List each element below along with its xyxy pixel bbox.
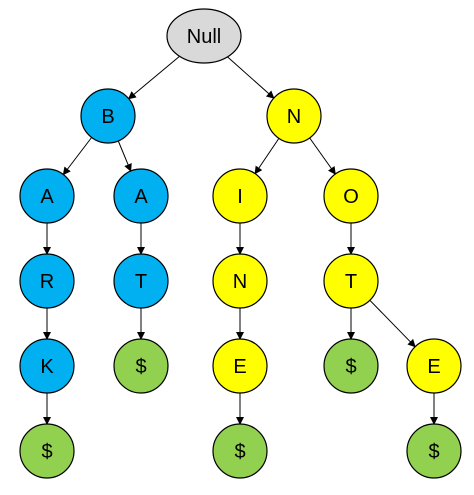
node-label-not-end: $: [345, 356, 356, 378]
node-circle-no: [323, 168, 379, 224]
node-label-ni: I: [237, 186, 243, 208]
edge-n-to-ni: [254, 138, 280, 175]
node-label-b: B: [101, 106, 114, 128]
node-circle-not: [323, 253, 379, 309]
node-label-note: E: [427, 356, 440, 378]
node-label-nine: E: [233, 356, 246, 378]
node-no: O: [323, 168, 379, 224]
node-label-root: Null: [187, 26, 221, 48]
node-label-n: N: [287, 106, 301, 128]
node-bark-end: $: [19, 423, 75, 479]
node-bat-end: $: [113, 338, 169, 394]
node-not: T: [323, 253, 379, 309]
node-note-end: $: [406, 423, 462, 479]
node-ni: I: [212, 168, 268, 224]
node-circle-b: [80, 88, 136, 144]
node-label-ba: A: [40, 186, 54, 208]
node-note: E: [406, 338, 462, 394]
node-ba: A: [19, 168, 75, 224]
node-label-nine-end: $: [234, 441, 245, 463]
node-label-note-end: $: [428, 441, 439, 463]
node-circle-ni: [212, 168, 268, 224]
node-label-nin: N: [233, 271, 247, 293]
node-root: Null: [166, 8, 242, 64]
node-label-bat-end: $: [135, 356, 146, 378]
edge-b-to-ba: [62, 137, 92, 176]
edge-b-to-ba2: [117, 140, 132, 172]
node-nin: N: [212, 253, 268, 309]
node-circle-note-end: [406, 423, 462, 479]
node-circle-nine: [212, 338, 268, 394]
node-nine: E: [212, 338, 268, 394]
node-bat: T: [113, 253, 169, 309]
node-ba2: A: [113, 168, 169, 224]
node-label-no: O: [343, 186, 359, 208]
node-circle-bat: [113, 253, 169, 309]
node-label-bat: T: [135, 271, 147, 293]
node-circle-root: [166, 8, 242, 64]
node-circle-ba2: [113, 168, 169, 224]
node-circle-nine-end: [212, 423, 268, 479]
edge-root-to-n: [227, 56, 275, 99]
node-bar: R: [19, 253, 75, 309]
edge-n-to-no: [309, 137, 336, 175]
node-label-bar: R: [40, 271, 54, 293]
node-label-bark: K: [40, 356, 54, 378]
node-label-ba2: A: [134, 186, 148, 208]
node-circle-not-end: [323, 338, 379, 394]
node-circle-ba: [19, 168, 75, 224]
node-circle-bark-end: [19, 423, 75, 479]
node-circle-bark: [19, 338, 75, 394]
node-circle-note: [406, 338, 462, 394]
edge-not-to-note: [369, 299, 416, 348]
node-circle-bat-end: [113, 338, 169, 394]
node-circle-n: [266, 88, 322, 144]
edge-root-to-b: [127, 55, 180, 100]
node-bark: K: [19, 338, 75, 394]
node-b: B: [80, 88, 136, 144]
node-label-not: T: [345, 271, 357, 293]
node-n: N: [266, 88, 322, 144]
node-not-end: $: [323, 338, 379, 394]
edges: [43, 55, 438, 425]
node-circle-bar: [19, 253, 75, 309]
node-label-bark-end: $: [41, 441, 52, 463]
node-nine-end: $: [212, 423, 268, 479]
node-circle-nin: [212, 253, 268, 309]
